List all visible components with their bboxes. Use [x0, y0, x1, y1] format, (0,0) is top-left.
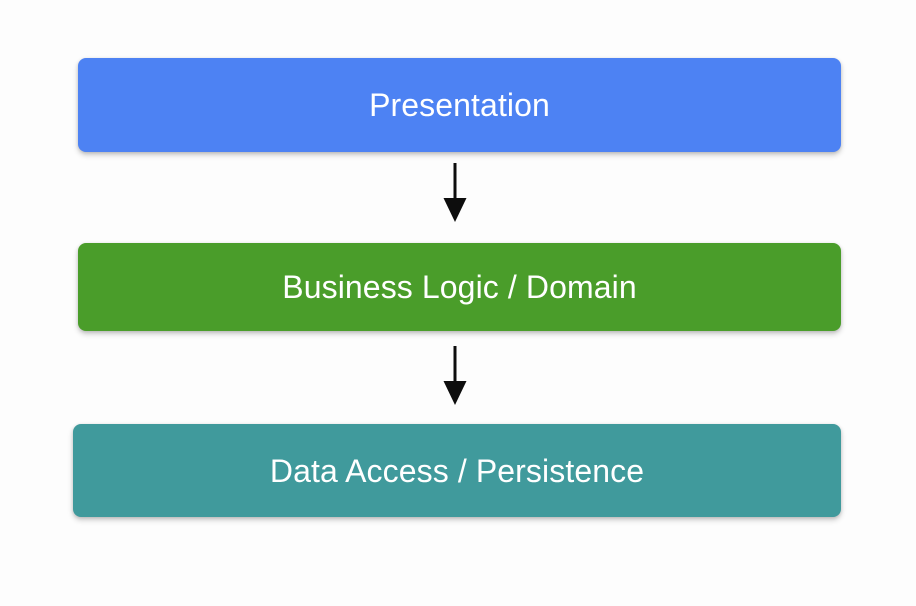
layer-label-business-logic: Business Logic / Domain [282, 269, 637, 305]
layer-label-data-access: Data Access / Persistence [269, 452, 645, 489]
layer-box-business-logic[interactable]: Business Logic / Domain [78, 243, 841, 331]
layer-box-presentation[interactable]: Presentation [78, 58, 841, 152]
layer-label-presentation: Presentation [369, 87, 550, 123]
arrow-presentation-to-business-icon [443, 163, 467, 222]
layer-box-data-access[interactable]: Data Access / Persistence [73, 424, 841, 517]
arrow-business-to-data-icon [443, 346, 467, 405]
